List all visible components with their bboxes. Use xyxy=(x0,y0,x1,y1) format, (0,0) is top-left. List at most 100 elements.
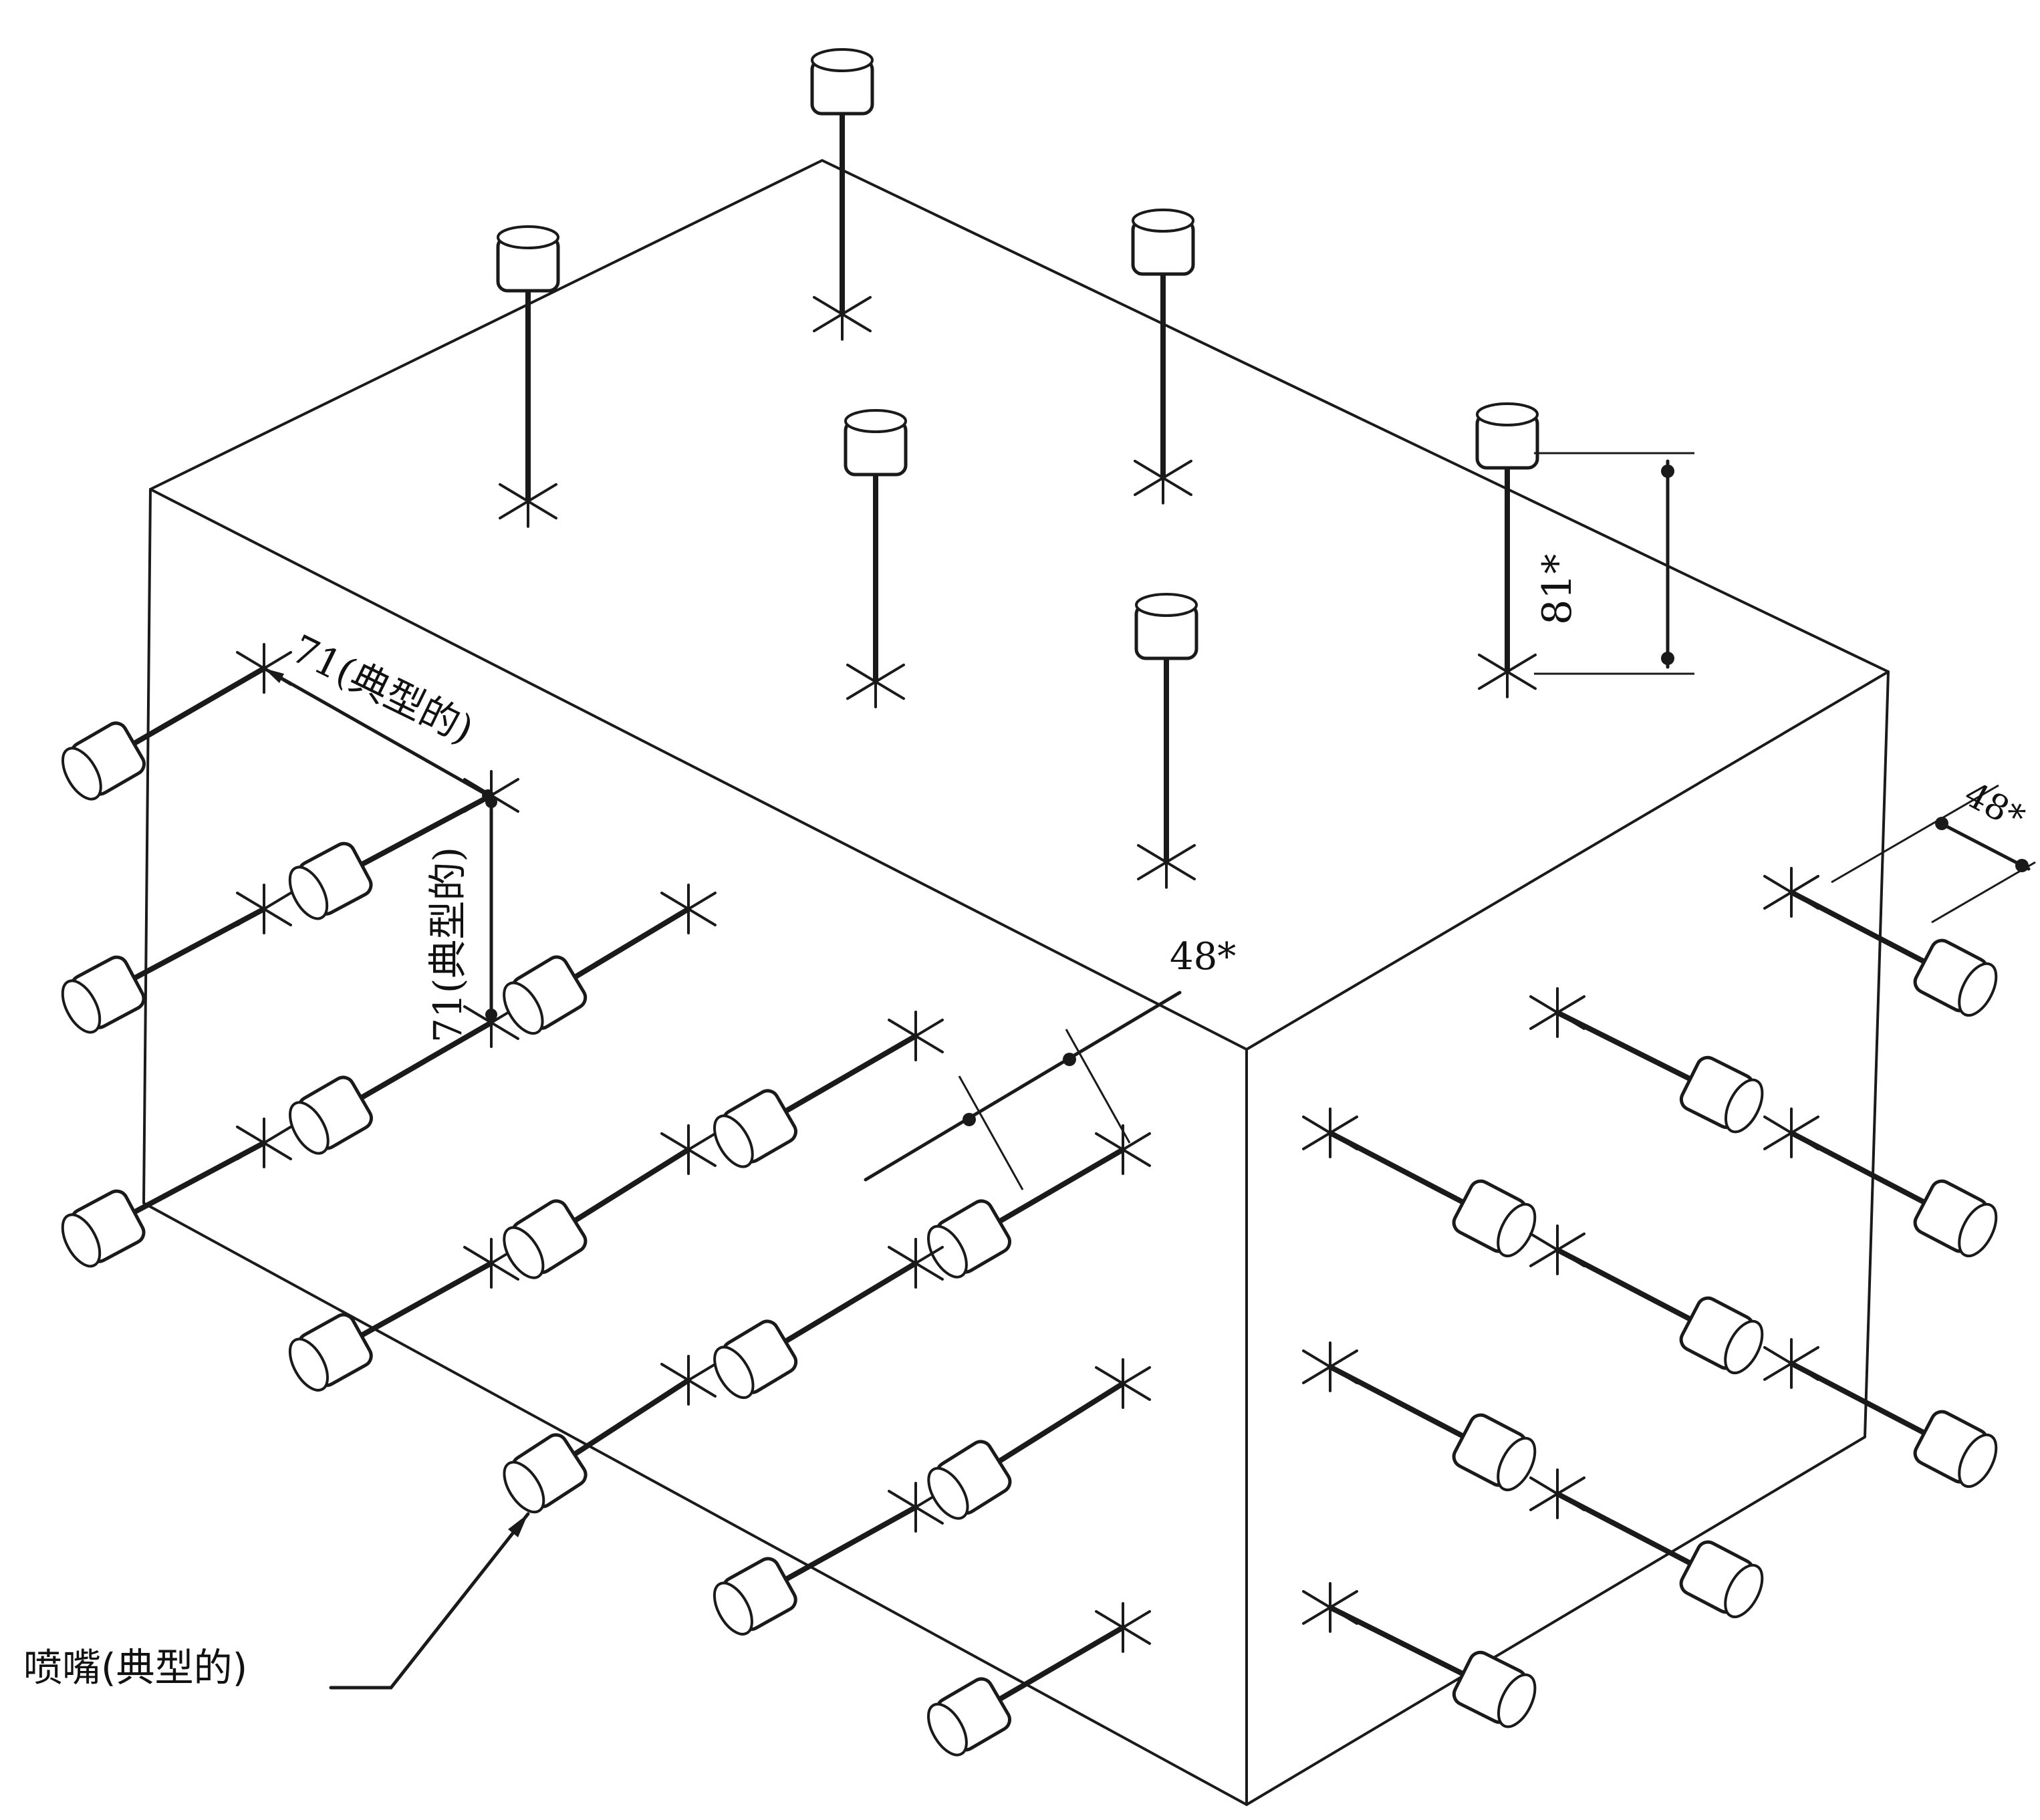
cross-marker-icon xyxy=(499,475,557,528)
cross-marker-icon xyxy=(1529,1224,1585,1275)
cylinder-nozzle-icon xyxy=(810,48,874,116)
top-nozzle xyxy=(844,409,908,708)
cylinder-nozzle-icon xyxy=(1475,402,1539,470)
cylinder-nozzle-icon xyxy=(503,1199,588,1279)
cylinder-nozzle-icon xyxy=(844,409,908,477)
cross-marker-icon xyxy=(846,655,905,708)
cylinder-nozzle-icon xyxy=(713,1089,797,1168)
dimension-71-vertical: 71(典型的) xyxy=(425,793,497,1043)
dim-71-horizontal-text: 71(典型的) xyxy=(285,626,481,753)
cylinder-nozzle-icon xyxy=(1134,593,1198,660)
cross-marker-icon xyxy=(660,884,717,934)
front-nozzle xyxy=(288,770,519,920)
front-nozzle xyxy=(503,1124,717,1279)
cylinder-nozzle-icon xyxy=(289,1075,373,1155)
cylinder-nozzle-icon xyxy=(1913,1179,1998,1258)
box-outline xyxy=(142,159,1890,1806)
cross-marker-icon xyxy=(813,287,872,341)
cross-marker-icon xyxy=(1134,451,1192,505)
front-nozzle xyxy=(503,884,717,1035)
cross-marker-icon xyxy=(236,1118,292,1168)
dim-81-text: 81* xyxy=(1534,554,1581,625)
cylinder-nozzle-icon xyxy=(713,1319,798,1400)
top-nozzle xyxy=(1134,593,1198,889)
right-nozzle xyxy=(1302,1341,1537,1492)
cylinder-nozzle-icon xyxy=(503,1433,588,1514)
right-nozzle xyxy=(1529,987,1764,1134)
cylinder-nozzle-icon xyxy=(1679,1055,1764,1134)
cross-marker-icon xyxy=(660,1124,717,1175)
arrow-head-icon xyxy=(508,1514,528,1537)
front-nozzle xyxy=(61,884,292,1034)
dimension-81-top: 81* xyxy=(1534,452,1694,675)
cylinder-nozzle-icon xyxy=(927,1677,1011,1757)
front-nozzle xyxy=(713,1011,944,1168)
cylinder-nozzle-icon xyxy=(927,1440,1012,1520)
dimension-48-right: 48* xyxy=(1831,775,2036,924)
top-nozzle-group xyxy=(496,48,1539,889)
cross-marker-icon xyxy=(1763,867,1819,918)
cylinder-nozzle-icon xyxy=(1913,1410,1998,1488)
cylinder-nozzle-icon xyxy=(61,955,146,1034)
front-nozzle xyxy=(927,1124,1151,1279)
cross-marker-icon xyxy=(1478,645,1537,698)
cylinder-nozzle-icon xyxy=(1679,1296,1764,1375)
cross-marker-icon xyxy=(1763,1338,1819,1389)
cylinder-nozzle-icon xyxy=(288,841,373,920)
arrow-head-icon xyxy=(264,668,284,683)
top-nozzle xyxy=(496,225,560,528)
right-nozzle xyxy=(1302,1108,1537,1258)
nozzle-callout: 喷嘴(典型的) xyxy=(23,1512,530,1690)
cylinder-nozzle-icon xyxy=(1452,1413,1537,1492)
top-nozzle xyxy=(1131,209,1195,505)
front-nozzle xyxy=(713,1482,944,1636)
nozzle-label: 喷嘴(典型的) xyxy=(23,1645,247,1690)
dim-48-right-text: 48* xyxy=(1958,775,2031,839)
cross-marker-icon xyxy=(1302,1582,1358,1633)
front-nozzle xyxy=(503,1355,717,1514)
front-nozzle xyxy=(927,1602,1151,1757)
cross-marker-icon xyxy=(1529,1468,1585,1519)
front-nozzle xyxy=(288,1238,519,1392)
cross-marker-icon xyxy=(1763,1108,1819,1158)
cross-marker-icon xyxy=(1529,987,1585,1038)
dim-71-vertical-text: 71(典型的) xyxy=(425,847,471,1043)
right-nozzle-group xyxy=(1302,867,1998,1728)
right-nozzle xyxy=(1763,867,1998,1017)
cylinder-nozzle-icon xyxy=(61,1189,146,1268)
cylinder-nozzle-icon xyxy=(61,721,146,801)
right-nozzle xyxy=(1763,1108,1998,1258)
cylinder-nozzle-icon xyxy=(1452,1650,1537,1728)
cylinder-nozzle-icon xyxy=(503,955,588,1035)
front-nozzle xyxy=(61,1118,292,1268)
cylinder-nozzle-icon xyxy=(927,1199,1011,1279)
top-nozzle xyxy=(1475,402,1539,698)
cylinder-nozzle-icon xyxy=(496,225,560,293)
cross-marker-icon xyxy=(1095,1602,1151,1653)
cylinder-nozzle-icon xyxy=(1679,1540,1764,1619)
front-nozzle-group xyxy=(61,643,1151,1757)
front-nozzle xyxy=(713,1238,944,1400)
cross-marker-icon xyxy=(1302,1108,1358,1158)
right-nozzle xyxy=(1529,1224,1764,1375)
cross-marker-icon xyxy=(1137,835,1196,889)
right-nozzle xyxy=(1529,1468,1764,1619)
cross-marker-icon xyxy=(236,884,292,934)
front-nozzle xyxy=(61,643,292,801)
dimension-71-horizontal: 71(典型的) xyxy=(262,626,494,801)
right-nozzle xyxy=(1763,1338,1998,1488)
cylinder-nozzle-icon xyxy=(288,1313,373,1392)
right-nozzle xyxy=(1302,1582,1537,1728)
cylinder-nozzle-icon xyxy=(1913,938,1998,1017)
cross-marker-icon xyxy=(1302,1341,1358,1392)
cross-marker-icon xyxy=(888,1011,944,1061)
cylinder-nozzle-icon xyxy=(1452,1179,1537,1258)
cross-marker-icon xyxy=(1095,1358,1151,1409)
cylinder-nozzle-icon xyxy=(1131,209,1195,276)
cylinder-nozzle-icon xyxy=(713,1557,797,1636)
front-nozzle xyxy=(927,1358,1151,1520)
dimension-48-front: 48* xyxy=(864,935,1236,1190)
front-nozzle xyxy=(289,997,519,1155)
dim-48-front-text: 48* xyxy=(1170,935,1236,979)
